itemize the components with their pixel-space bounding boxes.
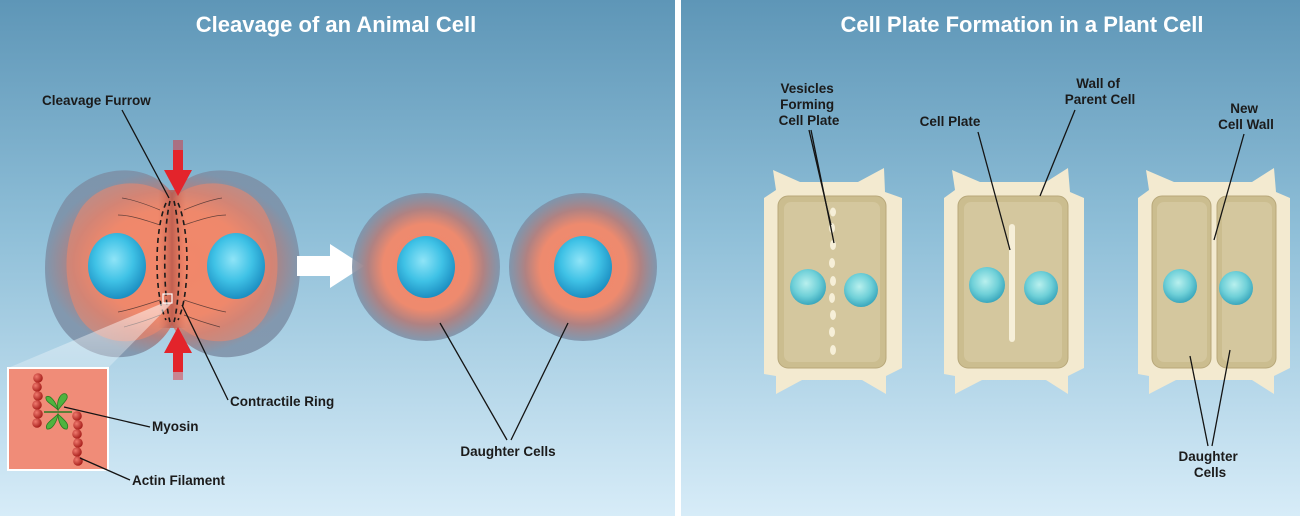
red-arrow-up	[164, 327, 192, 380]
zoom-inset	[7, 367, 109, 471]
daughter-cell-left	[352, 193, 500, 341]
nucleus-left	[88, 233, 146, 299]
leader-daughter-cell-plant-right	[1211, 349, 1231, 447]
plant-nucleus-3a	[1163, 269, 1197, 303]
animal-panel-title: Cleavage of an Animal Cell	[196, 12, 476, 37]
plant-nucleus-1b	[844, 273, 878, 307]
leader-actin-filament	[79, 457, 131, 481]
leader-cell-plate	[977, 131, 1011, 251]
zoom-projection	[8, 303, 172, 368]
plant-cell-new-wall	[1138, 168, 1290, 394]
plant-nucleus-2b	[1024, 271, 1058, 305]
dividing-animal-cell	[45, 170, 300, 358]
plant-nucleus-3b	[1219, 271, 1253, 305]
leader-daughter-cell-left	[439, 322, 508, 441]
label-vesicles-forming-cell-plate: Vesicles Forming Cell Plate	[779, 81, 840, 128]
forming-cell-plate	[1009, 224, 1015, 342]
nucleus-right	[207, 233, 265, 299]
leader-myosin	[63, 406, 151, 428]
label-new-cell-wall: New Cell Wall	[1218, 101, 1274, 132]
white-progress-arrow	[297, 244, 364, 288]
leader-wall-of-parent	[1039, 109, 1076, 197]
plant-nucleus-2a	[969, 267, 1005, 303]
red-arrow-down	[164, 140, 192, 196]
daughter-nucleus-right	[554, 236, 612, 298]
label-actin-filament: Actin Filament	[132, 473, 226, 488]
vesicles	[829, 207, 836, 355]
label-daughter-cells-animal: Daughter Cells	[460, 444, 555, 459]
leader-contractile-ring	[181, 304, 229, 401]
label-wall-of-parent-cell: Wall of Parent Cell	[1065, 76, 1136, 107]
plant-nucleus-1a	[790, 269, 826, 305]
label-myosin: Myosin	[152, 419, 199, 434]
myosin-motors	[44, 393, 72, 430]
plant-cell-vesicles	[764, 168, 902, 394]
leader-vesicles-2	[810, 129, 835, 244]
panel-divider	[675, 0, 681, 516]
plant-panel-title: Cell Plate Formation in a Plant Cell	[840, 12, 1203, 37]
actin-filament-upper	[32, 373, 43, 428]
leader-new-cell-wall	[1213, 133, 1245, 241]
label-contractile-ring: Contractile Ring	[230, 394, 334, 409]
leader-cleavage-furrow	[121, 109, 170, 199]
label-cleavage-furrow: Cleavage Furrow	[42, 93, 151, 108]
leader-daughter-cell-right	[510, 322, 569, 441]
label-cell-plate: Cell Plate	[920, 114, 981, 129]
daughter-nucleus-left	[397, 236, 455, 298]
label-daughter-cells-plant: Daughter Cells	[1178, 449, 1241, 480]
plant-cell-plate	[944, 168, 1084, 394]
leader-daughter-cell-plant-left	[1189, 355, 1209, 447]
daughter-cell-right	[509, 193, 657, 341]
